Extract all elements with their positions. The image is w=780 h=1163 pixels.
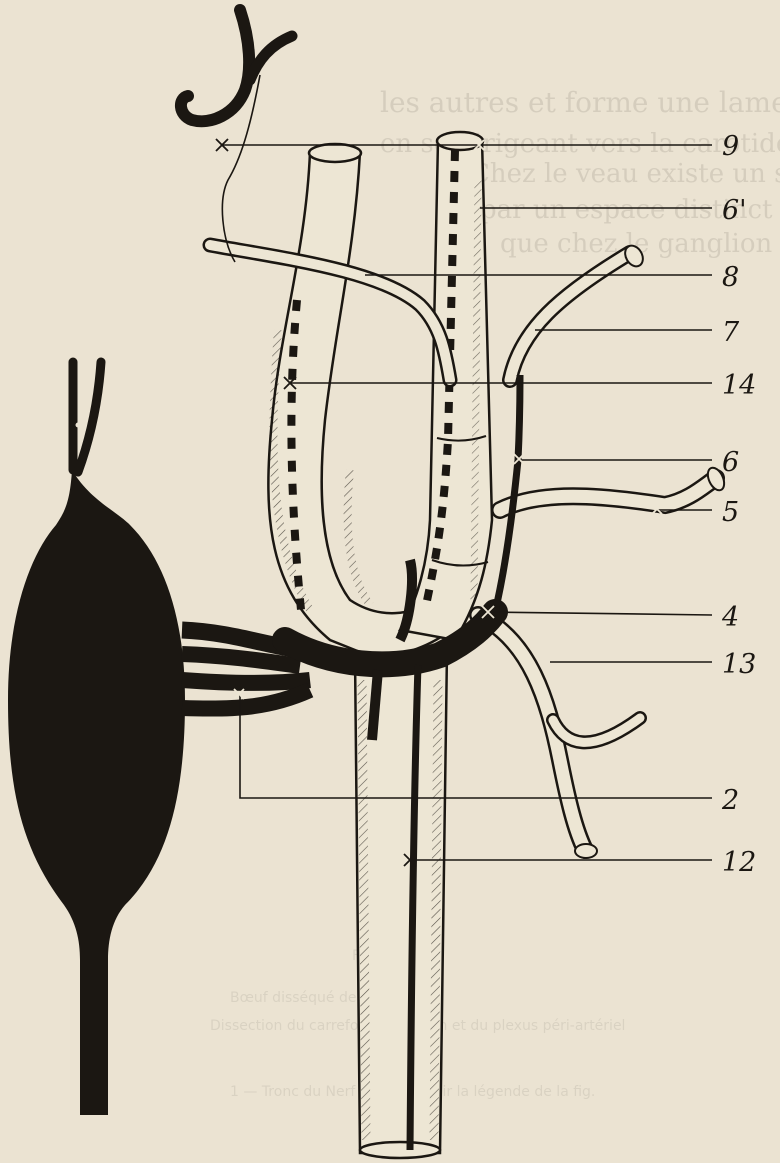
ganglion [8, 362, 185, 1115]
bleed-line-3: Chez le veau existe un sept ici il exist… [470, 159, 780, 189]
callout-4: 4 [721, 602, 739, 633]
callout-6-prime: 6' [722, 195, 747, 226]
callout-6: 6 [722, 447, 739, 478]
ganglion-body [8, 470, 185, 1115]
callout-13: 13 [722, 649, 756, 680]
bleed-line-1: les autres et forme une lame conjonctivo… [380, 86, 780, 119]
ganglion-root-dot [76, 423, 81, 428]
callout-2: 2 [721, 785, 739, 816]
callout-12: 12 [722, 847, 756, 878]
callout-14: 14 [722, 370, 756, 401]
callout-5: 5 [722, 497, 739, 528]
callout-8: 8 [722, 262, 739, 293]
ganglion-root-right [78, 362, 101, 472]
callout-7: 7 [722, 317, 740, 348]
top-hook-nerve [181, 10, 292, 121]
callout-9: 9 [722, 131, 739, 162]
